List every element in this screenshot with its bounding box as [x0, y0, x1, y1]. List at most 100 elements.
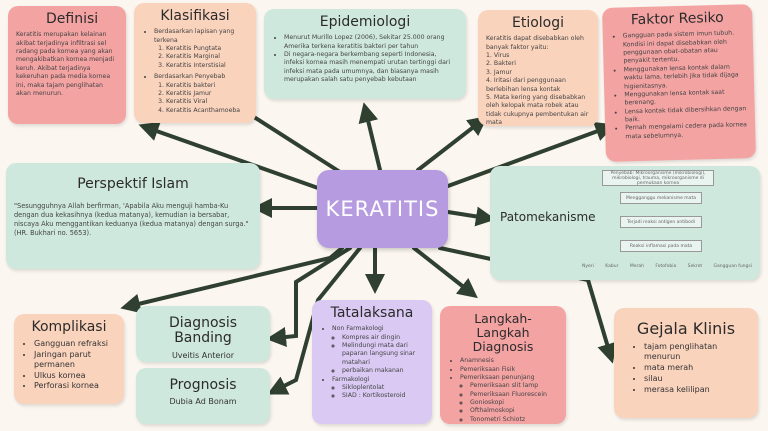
- patomekanisme-step: Penyebab: Mikroorganisme (mikrobiologi),…: [602, 170, 714, 186]
- arrow-faktor: [446, 122, 616, 188]
- klasifikasi-item: Keratitis Viral: [166, 98, 248, 106]
- diagnosis-banding-text: Uveitis Anterior: [171, 350, 235, 360]
- faktor-item: Gangguan pada sistem imun tubuh. Kondisi…: [623, 30, 746, 67]
- klasifikasi-group1: Berdasarkan lapisan yang terkena Keratit…: [154, 28, 248, 70]
- arrow-epidemiologi: [358, 102, 382, 172]
- patomekanisme-symptom: Sekret: [687, 264, 703, 269]
- arrow-patomekanisme: [446, 206, 496, 227]
- arrow-klasifikasi: [231, 102, 342, 174]
- klasifikasi-group1-title: Berdasarkan lapisan yang terkena: [154, 28, 235, 44]
- langkah-item: Anamnesis: [460, 357, 558, 365]
- faktor-item: Pernah mengalami cedera pada kornea mata…: [625, 122, 747, 142]
- faktor-title: Faktor Resiko: [630, 9, 724, 29]
- prognosis-title: Prognosis: [169, 377, 237, 393]
- etiologi-item: 3. Jamur: [486, 68, 512, 76]
- tatalaksana-item: perbaikan makanan: [342, 367, 424, 375]
- epidemiologi-card: Epidemiologi Menurut Murillo Lopez (2006…: [264, 9, 466, 99]
- klasifikasi-item: Keratitis bakteri: [166, 82, 248, 90]
- etiologi-intro: Keratitis dapat disebabkan oleh banyak f…: [486, 35, 584, 51]
- patomekanisme-symptom: Nyeri: [582, 264, 594, 269]
- klasifikasi-item: Keratitis Jamur: [166, 90, 248, 98]
- tatalaksana-item: Sikloplentolat: [342, 384, 424, 392]
- patomekanisme-symptom: Merah: [629, 264, 644, 269]
- langkah-sub-item: Tonometri Schiotz: [470, 416, 558, 424]
- klasifikasi-item: Keratitis Acanthamoeba: [166, 107, 248, 115]
- gejala-card: Gejala Klinis tajam penglihatan menurun …: [614, 308, 758, 418]
- klasifikasi-item: Keratitis Pungtata: [166, 45, 248, 53]
- tatalaksana-farm-title: Farmakologi: [332, 375, 370, 383]
- langkah-sub-item: Pemeriksaan slit lamp: [470, 382, 558, 390]
- faktor-card: Faktor Resiko Gangguan pada sistem imun …: [602, 4, 756, 162]
- tatalaksana-farm: Farmakologi Sikloplentolat SIAD : Kortik…: [332, 376, 424, 401]
- gejala-item: tajam penglihatan menurun: [644, 342, 750, 364]
- arrow-diagnosis-banding: [266, 246, 352, 347]
- patomekanisme-step: Terjadi reaksi antigen antibodi: [620, 216, 702, 228]
- klasifikasi-group2-title: Berdasarkan Penyebab: [154, 73, 226, 81]
- gejala-item: merasa kelilipan: [644, 385, 750, 396]
- perspektif-text: "Sesungguhnya Allah berfirman, 'Apabila …: [14, 202, 249, 238]
- epidemiologi-item: Di negara-negara berkembang seperti Indo…: [284, 51, 458, 84]
- klasifikasi-item: Keratitis Marginal: [166, 53, 248, 61]
- definisi-card: Definisi Keratitis merupakan kelainan ak…: [8, 6, 126, 124]
- etiologi-item: 2. Bakteri: [486, 60, 516, 68]
- arrow-komplikasi: [120, 246, 344, 314]
- tatalaksana-card: Tatalaksana Non Farmakologi Kompres air …: [312, 300, 432, 424]
- diagnosis-banding-title: Diagnosis Banding: [168, 315, 238, 347]
- prognosis-card: Prognosis Dubia Ad Bonam: [136, 368, 270, 424]
- langkah-item-penunjang: Pemeriksaan penunjang Pemeriksaan slit l…: [460, 374, 558, 424]
- komplikasi-item: Jaringan parut permanen: [34, 350, 116, 371]
- gejala-item: mata merah: [644, 363, 750, 374]
- langkah-item: Pemeriksaan Fisik: [460, 366, 558, 374]
- tatalaksana-non: Non Farmakologi Kompres air dingin Melin…: [332, 325, 424, 375]
- perspektif-title: Perspektif Islam: [77, 176, 189, 192]
- patomekanisme-bottom-row: Nyeri Kabur Merah Fotofobia Sekret Gangg…: [582, 264, 752, 269]
- langkah-title: Langkah-Langkah Diagnosis: [472, 311, 534, 354]
- tatalaksana-item: Kompres air dingin: [342, 334, 424, 342]
- definisi-text: Keratitis merupakan kelainan akibat terj…: [16, 31, 115, 97]
- langkah-item: Pemeriksaan penunjang: [460, 373, 535, 381]
- komplikasi-title: Komplikasi: [31, 319, 107, 335]
- definisi-title: Definisi: [46, 11, 99, 27]
- arrow-langkah: [412, 246, 478, 299]
- patomekanisme-step: Mengganggu mekanisme mata: [620, 192, 702, 204]
- epidemiologi-item: Menurut Murillo Lopez (2006), Sekitar 25…: [284, 34, 458, 51]
- tatalaksana-title: Tatalaksana: [330, 305, 414, 321]
- klasifikasi-card: Klasifikasi Berdasarkan lapisan yang ter…: [134, 3, 256, 123]
- arrow-prognosis: [267, 246, 362, 395]
- arrow-etiologi: [416, 115, 488, 172]
- patomekanisme-symptom: Fotofobia: [655, 264, 677, 269]
- faktor-item: Menggunakan lensa kontak dalam waktu lam…: [624, 63, 747, 91]
- komplikasi-item: Ulkus kornea: [34, 371, 116, 381]
- etiologi-card: Etiologi Keratitis dapat disebabkan oleh…: [478, 10, 598, 126]
- arrow-gejala: [438, 246, 617, 364]
- patomekanisme-card: Patomekanisme Penyebab: Mikroorganisme (…: [490, 166, 760, 280]
- gejala-title: Gejala Klinis: [636, 319, 736, 338]
- epidemiologi-title: Epidemiologi: [319, 14, 411, 30]
- etiologi-item: 1. Virus: [486, 52, 510, 60]
- klasifikasi-title: Klasifikasi: [160, 8, 230, 24]
- diagnosis-banding-card: Diagnosis Banding Uveitis Anterior: [136, 306, 270, 362]
- perspektif-card: Perspektif Islam "Sesungguhnya Allah ber…: [6, 163, 260, 269]
- patomekanisme-title: Patomekanisme: [500, 210, 596, 224]
- tatalaksana-item: SIAD : Kortikosteroid: [342, 392, 424, 400]
- patomekanisme-symptom: Gangguan fungsi: [713, 264, 752, 269]
- tatalaksana-non-title: Non Farmakologi: [332, 325, 384, 333]
- etiologi-item: 5. Mata kering yang disebabkan oleh kelo…: [486, 93, 589, 126]
- komplikasi-card: Komplikasi Gangguan refraksi Jaringan pa…: [14, 314, 124, 404]
- tatalaksana-item: Melindungi mata dari paparan langsung si…: [342, 342, 424, 367]
- langkah-sub-item: Ofthalmoskopi: [470, 407, 558, 415]
- prognosis-text: Dubia Ad Bonam: [169, 397, 237, 407]
- patomekanisme-symptom: Kabur: [605, 264, 619, 269]
- gejala-item: silau: [644, 374, 750, 385]
- langkah-sub-item: Gonioskopi: [470, 399, 558, 407]
- klasifikasi-group2: Berdasarkan Penyebab Keratitis bakteri K…: [154, 73, 248, 115]
- etiologi-title: Etiologi: [511, 15, 565, 31]
- etiologi-item: 4. Iritasi dari penggunaan berlebihan le…: [486, 77, 566, 93]
- langkah-sub-item: Pemeriksaan Fluorescein: [470, 391, 558, 399]
- komplikasi-item: Gangguan refraksi: [34, 339, 116, 349]
- patomekanisme-step: Reaksi inflamasi pada mata: [620, 240, 702, 252]
- komplikasi-item: Perforasi kornea: [34, 381, 116, 391]
- langkah-card: Langkah-Langkah Diagnosis Anamnesis Peme…: [440, 306, 566, 424]
- klasifikasi-item: Keratitis Interstisial: [166, 62, 248, 70]
